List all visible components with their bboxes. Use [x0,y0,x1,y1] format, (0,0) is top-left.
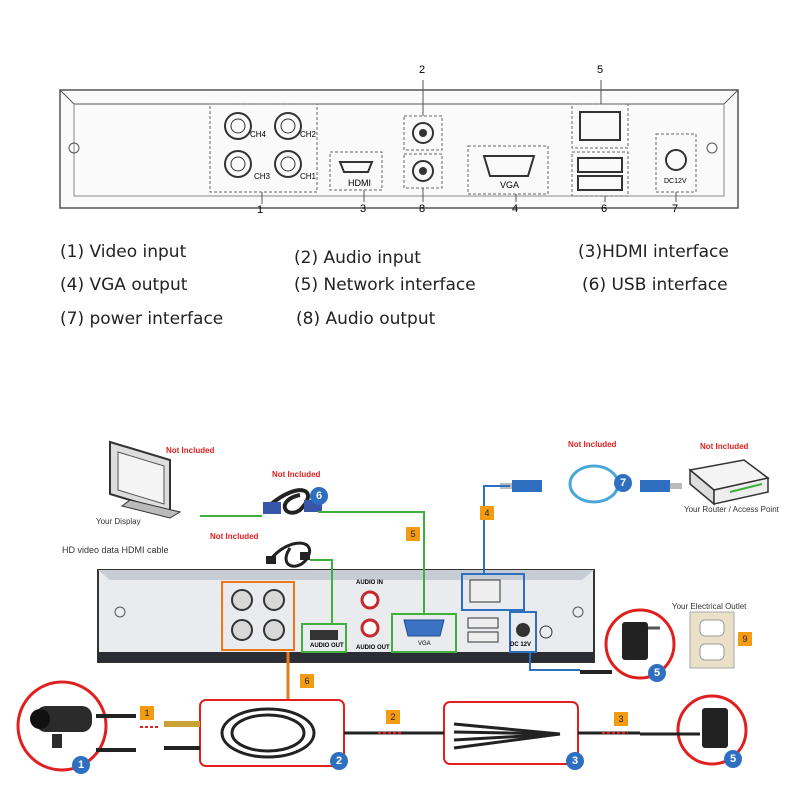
router-icon [688,459,770,506]
callout-lines [261,80,677,204]
step-4: 4 [480,506,494,520]
label-vga: VGA [500,180,520,190]
step-3: 3 [614,712,628,726]
display-icon [109,440,182,519]
arrows [140,726,628,734]
hdmi-cable-icon [266,541,312,568]
step-6: 6 [300,674,314,688]
callout-5: 5 [597,64,604,76]
outlet-label: Your Electrical Outlet [672,602,747,611]
legend-7: (7) power interface [60,309,224,329]
callout-6: 6 [601,203,608,215]
legend-1: (1) Video input [60,242,187,262]
audio-in-label: AUDIO IN [356,580,383,586]
hdmi-out-label: AUDIO OUT [310,643,344,649]
wire-lines [200,485,580,700]
label-ch3: CH3 [254,172,271,181]
label-dc: DC12V [664,178,687,185]
badge-7: 7 [614,474,632,492]
badge-3: 3 [566,752,584,770]
label-ch1: CH1 [300,172,317,181]
label-ch4: CH4 [250,130,267,139]
legend-8: (8) Audio output [296,309,436,329]
video-input-group [209,103,318,193]
outlet-icon [689,611,735,669]
power-adapter-bottom [640,694,748,766]
audio-out-label: AUDIO OUT [356,645,390,651]
legend-5: (5) Network interface [294,275,476,295]
vga-label: VGA [418,641,431,647]
dc-box [509,611,553,653]
callout-2: 2 [419,64,426,76]
rear-panel-top [59,89,739,209]
step-5: 5 [406,527,420,541]
callout-4: 4 [512,203,519,215]
audio-jacks [360,590,380,638]
not-included-display: Not Included [166,446,215,455]
step-1: 1 [140,706,154,720]
step-9: 9 [738,632,752,646]
camera-icon [16,680,136,772]
vga-port [467,145,549,195]
hdmi-cable-label: HD video data HDMI cable [62,545,169,555]
badge-6: 6 [310,487,328,505]
dc-label: DC 12V [510,642,532,648]
legend-4: (4) VGA output [60,275,188,295]
badge-2: 2 [330,752,348,770]
not-included-vga: Not Included [272,470,321,479]
step-2: 2 [386,710,400,724]
badge-1: 1 [72,756,90,774]
network-usb-ports [571,103,629,197]
not-included-router: Not Included [700,442,749,451]
callout-8: 8 [419,203,426,215]
bnc-group [221,581,295,651]
lan-usb-box [461,573,525,643]
hdmi-port [329,151,383,191]
coil-cable-box [164,699,345,767]
power-adapter-top [580,608,676,680]
callout-7: 7 [672,203,679,215]
your-display-label: Your Display [96,517,141,526]
network-cable-icon [500,464,682,504]
callout-1: 1 [257,204,264,216]
legend-2: (2) Audio input [294,248,421,268]
hdmi-out-box [301,623,347,653]
legend-3: (3)HDMI interface [578,242,729,262]
label-ch2: CH2 [300,130,317,139]
callout-3: 3 [360,203,367,215]
router-label: Your Router / Access Point [684,505,779,514]
badge-5-top: 5 [648,664,666,682]
badge-5-bottom: 5 [724,750,742,768]
legend-6: (6) USB interface [582,275,728,295]
not-included-network: Not Included [568,440,617,449]
label-hdmi: HDMI [348,178,371,188]
splitter-box [344,701,640,765]
not-included-hdmi: Not Included [210,532,259,541]
